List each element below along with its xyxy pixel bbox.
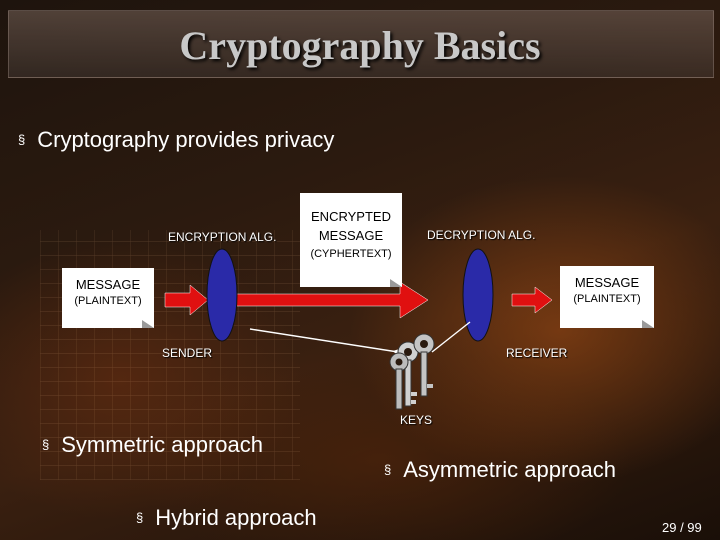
slide-title: Cryptography Basics [179, 23, 541, 68]
encrypted-message-card: ENCRYPTED MESSAGE (CYPHERTEXT) [300, 193, 402, 287]
receiver-label: RECEIVER [506, 346, 568, 360]
page-number: 29 / 99 [662, 520, 702, 535]
plaintext-card-right: MESSAGE (PLAINTEXT) [560, 266, 654, 328]
bullet-privacy: §Cryptography provides privacy [18, 127, 335, 152]
encryption-alg-label: ENCRYPTION ALG. [168, 230, 277, 244]
decryption-alg-label: DECRYPTION ALG. [427, 228, 536, 242]
keys-label: KEYS [400, 413, 433, 427]
plaintext-card-left: MESSAGE (PLAINTEXT) [62, 268, 154, 328]
bullet-marker: § [384, 462, 392, 477]
sender-label: SENDER [162, 346, 213, 360]
bullet-hybrid: §Hybrid approach [136, 505, 317, 530]
encrypted-line1: ENCRYPTED [311, 209, 391, 224]
receiver-key-line [431, 321, 471, 353]
plaintext-right-sub: (PLAINTEXT) [573, 293, 641, 305]
card-fold [142, 320, 154, 328]
sender-key-line [249, 328, 405, 359]
title-bar [8, 10, 714, 78]
bullet-marker: § [42, 437, 50, 452]
decryption-ellipse [462, 248, 494, 342]
keys-icon [389, 333, 435, 410]
encrypted-line2: MESSAGE [318, 228, 384, 243]
encrypted-sub: (CYPHERTEXT) [310, 248, 392, 260]
plaintext-left-sub: (PLAINTEXT) [74, 295, 142, 307]
bullet-marker: § [18, 132, 26, 147]
card-fold [390, 279, 402, 287]
encryption-ellipse [206, 248, 238, 342]
right-red-arrow [511, 286, 553, 314]
bullet-symmetric: §Symmetric approach [42, 432, 263, 457]
bullet-asymmetric: §Asymmetric approach [384, 457, 616, 482]
plaintext-left-title: MESSAGE [75, 277, 141, 292]
plaintext-right-title: MESSAGE [574, 275, 640, 290]
main-red-arrow [235, 281, 429, 319]
card-fold [642, 320, 654, 328]
left-red-arrow [164, 284, 209, 316]
bullet-marker: § [136, 510, 144, 525]
